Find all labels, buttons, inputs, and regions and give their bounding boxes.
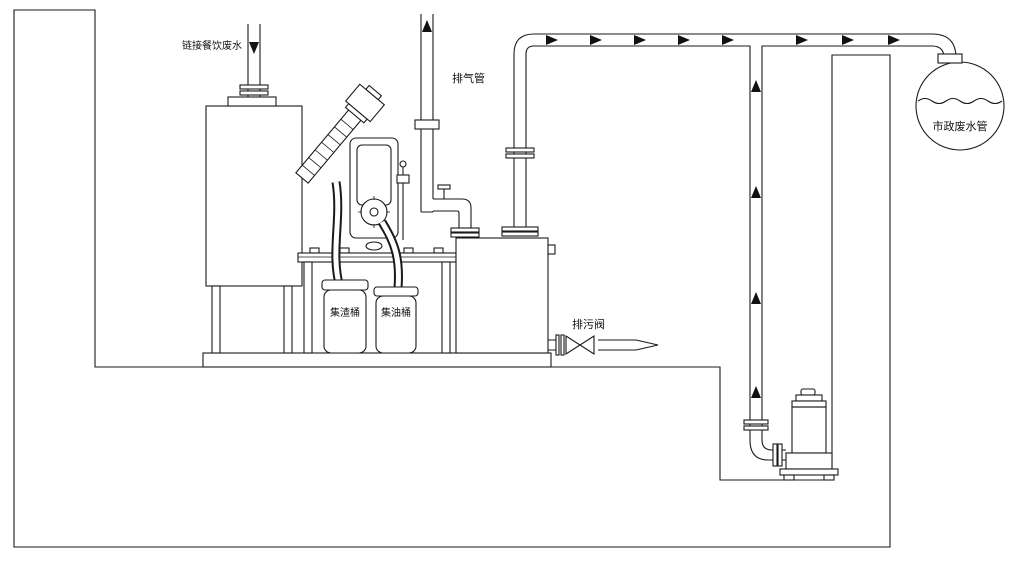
flow-arrow-icon	[888, 35, 900, 45]
flow-arrow-icon	[634, 35, 646, 45]
screw-conveyor	[295, 83, 386, 184]
oil-bucket-lid	[373, 286, 419, 297]
pump-handle	[800, 388, 816, 396]
frame-leg	[303, 261, 313, 354]
sump-riser-pipe	[743, 46, 786, 467]
oil-bucket-body	[375, 295, 417, 354]
frame-bolt-block	[309, 247, 320, 254]
municipal-label: 市政废水管	[933, 119, 988, 133]
flow-arrow-icon	[751, 386, 761, 398]
flow-arrow-icon	[722, 35, 734, 45]
pipe-union	[743, 425, 769, 431]
frame-bolt-block	[433, 247, 444, 254]
flow-arrow-icon	[796, 35, 808, 45]
flow-arrows-up	[751, 80, 761, 398]
right-tank	[455, 237, 549, 354]
discharge-flange	[777, 443, 783, 467]
flow-arrow-icon	[751, 80, 761, 92]
motor-cap	[365, 84, 383, 101]
sensor-knob	[399, 160, 407, 168]
drain-valve-assembly: 排污阀	[548, 317, 659, 356]
oil-bucket-label: 集油桶	[381, 306, 411, 319]
valve-handle	[437, 184, 451, 190]
pipe-union	[743, 419, 769, 425]
slag-bucket-lid	[321, 279, 369, 291]
pump-cap	[795, 394, 823, 402]
tank-inlet-flange	[450, 232, 480, 238]
left-tank-leg	[211, 285, 221, 354]
left-tank	[205, 105, 303, 287]
water-line	[917, 97, 1003, 105]
tank-top-flange	[501, 226, 539, 232]
pump-cap	[791, 400, 827, 408]
slag-bucket-label: 集渣桶	[330, 306, 360, 319]
drain-valve-icon	[565, 334, 582, 356]
frame-leg	[441, 261, 451, 354]
tank-top-flange	[501, 231, 539, 237]
pump-motor-body	[791, 406, 827, 454]
discharge-flange	[772, 443, 778, 467]
sensor-body	[396, 174, 410, 184]
flow-arrow-icon	[678, 35, 690, 45]
flow-arrow-icon	[842, 35, 854, 45]
flow-arrow-icon	[590, 35, 602, 45]
pump-volute	[785, 452, 833, 470]
frame-bolt-block	[403, 247, 414, 254]
vessel-flange-hub	[369, 207, 379, 217]
inlet-union	[239, 90, 269, 96]
inlet-union	[239, 84, 269, 90]
drain-flange	[560, 334, 565, 356]
tank-inlet-flange	[450, 227, 480, 233]
riser-flange	[505, 147, 535, 153]
flow-arrows-right	[546, 35, 900, 45]
frame-bolt-block	[339, 247, 350, 254]
frame-rail	[297, 252, 457, 263]
inlet-label: 链接餐饮废水	[182, 39, 242, 52]
inlet-pipe: 链接餐饮废水	[182, 24, 269, 97]
flow-arrow-icon	[751, 292, 761, 304]
flow-arrow-icon	[249, 42, 259, 54]
slag-bucket: 集渣桶	[321, 279, 369, 354]
municipal-manhole: 市政废水管	[915, 61, 1005, 151]
right-tank-fitting	[547, 244, 556, 255]
drain-valve-label: 排污阀	[572, 317, 605, 331]
pump-foot	[823, 474, 835, 481]
level-sensor	[396, 160, 410, 240]
slag-bucket-body	[323, 289, 367, 354]
vent-pipe: 排气管	[414, 14, 485, 213]
pump-foot	[783, 474, 795, 481]
flow-arrow-icon	[422, 20, 432, 32]
left-tank-leg	[283, 285, 293, 354]
separator-vessel	[349, 137, 399, 251]
grease-separator-unit: 链接餐饮废水	[182, 14, 659, 368]
transfer-pipe	[433, 184, 480, 238]
inlet-flange	[227, 96, 277, 107]
manhole-inlet-stub	[937, 53, 963, 64]
discharge-pipe	[501, 33, 963, 237]
unit-base-plate	[202, 352, 552, 368]
manhole-circle	[915, 61, 1005, 151]
drain-flange	[555, 334, 560, 356]
submersible-pump	[779, 388, 839, 481]
pump-base	[779, 468, 839, 476]
drain-valve-icon	[578, 334, 595, 356]
riser-flange	[505, 153, 535, 159]
vessel-port	[365, 241, 383, 251]
vent-label: 排气管	[452, 71, 485, 85]
oil-bucket: 集油桶	[373, 286, 419, 354]
vent-union	[414, 119, 440, 130]
flow-arrow-icon	[751, 186, 761, 198]
flow-arrow-icon	[546, 35, 558, 45]
